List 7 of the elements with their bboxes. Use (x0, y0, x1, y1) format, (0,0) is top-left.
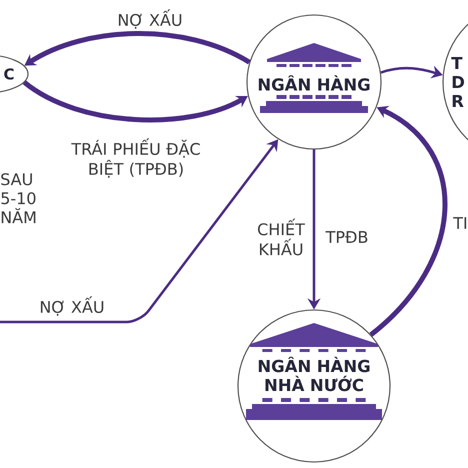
edge-label: NỢ XẤU (118, 9, 182, 29)
edge-label: CHIẾT KHẤU (258, 218, 305, 256)
label: TPĐB (326, 231, 368, 243)
edge-label: TI (453, 217, 466, 229)
edge-label: TRÁI PHIẾU ĐẶC BIỆT (TPĐB) (71, 138, 200, 178)
edge-label: NỢ XẤU (40, 296, 104, 316)
label: SAU 5-10 NĂM (1, 173, 36, 224)
